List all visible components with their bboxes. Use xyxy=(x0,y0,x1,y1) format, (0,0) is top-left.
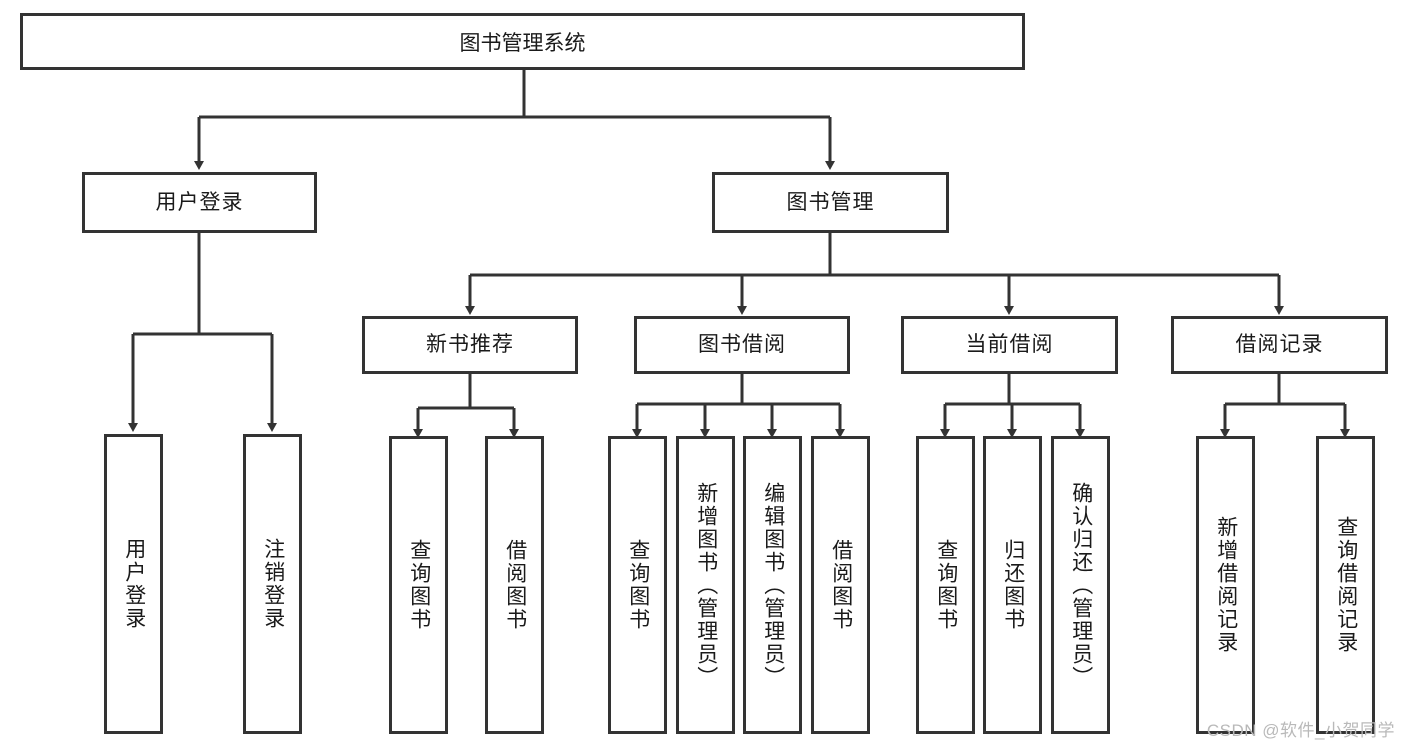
watermark-text: CSDN @软件_小贺同学 xyxy=(1206,721,1395,740)
node-label: 注销登录 xyxy=(261,538,285,630)
leaf-borrow-record-query-record[interactable]: 查询借阅记录 xyxy=(1316,436,1375,734)
node-label: 用户登录 xyxy=(122,538,146,630)
node-label: 查询借阅记录 xyxy=(1334,516,1358,654)
node-label: 用户登录 xyxy=(155,190,244,214)
leaf-new-book-query-book[interactable]: 查询图书 xyxy=(389,436,448,734)
leaf-current-borrow-query-book[interactable]: 查询图书 xyxy=(916,436,975,734)
node-book-management[interactable]: 图书管理 xyxy=(712,172,949,233)
node-label: 编辑图书（管理员） xyxy=(761,481,785,689)
node-label: 查询图书 xyxy=(626,539,650,631)
leaf-book-borrow-add-book-admin[interactable]: 新增图书（管理员） xyxy=(676,436,735,734)
leaf-new-book-borrow-book[interactable]: 借阅图书 xyxy=(485,436,544,734)
node-label: 新增图书（管理员） xyxy=(694,481,718,689)
node-user-login[interactable]: 用户登录 xyxy=(82,172,317,233)
node-label: 借阅记录 xyxy=(1235,333,1324,357)
node-label: 确认归还（管理员） xyxy=(1069,481,1093,689)
node-label: 当前借阅 xyxy=(965,333,1054,357)
node-label: 借阅图书 xyxy=(503,539,527,631)
node-label: 图书管理系统 xyxy=(459,31,586,55)
leaf-user-login-signout[interactable]: 注销登录 xyxy=(243,434,302,734)
node-label: 图书管理 xyxy=(786,190,875,214)
node-label: 归还图书 xyxy=(1001,539,1025,631)
node-label: 查询图书 xyxy=(934,539,958,631)
node-label: 新增借阅记录 xyxy=(1214,516,1238,654)
node-new-book-recommend[interactable]: 新书推荐 xyxy=(362,316,578,374)
leaf-current-borrow-confirm-return-admin[interactable]: 确认归还（管理员） xyxy=(1051,436,1110,734)
node-label: 新书推荐 xyxy=(426,333,514,357)
node-label: 借阅图书 xyxy=(829,539,853,631)
leaf-book-borrow-edit-book-admin[interactable]: 编辑图书（管理员） xyxy=(743,436,802,734)
node-root-book-management-system[interactable]: 图书管理系统 xyxy=(20,13,1025,70)
leaf-borrow-record-add-record[interactable]: 新增借阅记录 xyxy=(1196,436,1255,734)
node-current-borrow[interactable]: 当前借阅 xyxy=(901,316,1118,374)
leaf-book-borrow-query-book[interactable]: 查询图书 xyxy=(608,436,667,734)
node-label: 查询图书 xyxy=(407,539,431,631)
node-label: 图书借阅 xyxy=(698,333,786,357)
leaf-book-borrow-borrow-book[interactable]: 借阅图书 xyxy=(811,436,870,734)
node-borrow-record[interactable]: 借阅记录 xyxy=(1171,316,1388,374)
leaf-current-borrow-return-book[interactable]: 归还图书 xyxy=(983,436,1042,734)
node-book-borrow[interactable]: 图书借阅 xyxy=(634,316,850,374)
leaf-user-login-signin[interactable]: 用户登录 xyxy=(104,434,163,734)
